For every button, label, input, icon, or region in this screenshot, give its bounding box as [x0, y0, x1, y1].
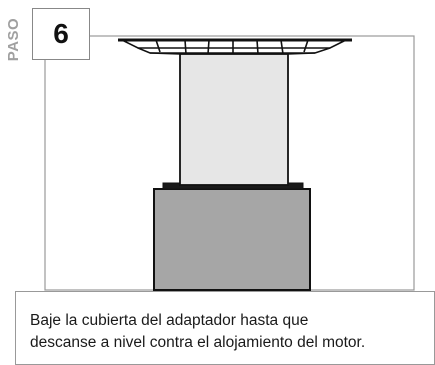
step-number-box: 6 — [32, 8, 90, 60]
step-label-text: PASO — [5, 17, 23, 61]
caption-line-1: Baje la cubierta del adaptador hasta que — [30, 312, 309, 329]
instruction-caption: Baje la cubierta del adaptador hasta que… — [15, 291, 435, 365]
blade-assembly — [118, 38, 352, 55]
motor-housing — [153, 188, 311, 291]
adapter-shaft — [179, 53, 289, 186]
step-number: 6 — [53, 18, 69, 49]
step-label: PASO — [5, 8, 23, 70]
caption-line-2: descanse a nivel contra el alojamiento d… — [30, 334, 366, 351]
